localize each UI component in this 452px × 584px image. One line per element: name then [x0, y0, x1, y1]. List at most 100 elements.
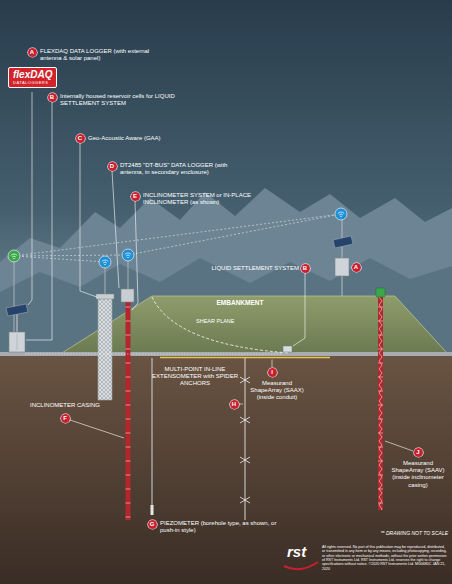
callout-letter: A [28, 48, 37, 57]
callout-letter: I [268, 368, 277, 377]
callout-letter: A [352, 263, 361, 272]
wifi-disc [8, 250, 20, 262]
callout: EINCLINOMETER SYSTEM or IN-PLACE INCLINO… [131, 192, 140, 201]
callout-letter: J [414, 448, 423, 457]
leader-lines [26, 92, 413, 451]
callout-letter: G [148, 520, 157, 529]
wifi-arcs [11, 254, 17, 257]
copyright-note: All rights reserved. No part of this pub… [322, 545, 448, 571]
leader-line [28, 92, 32, 305]
callout: MULTI-POINT IN-LINE EXTENSOMETER with SP… [230, 400, 239, 409]
callout-text: DT2485 "DT-BUS" DATA LOGGER (with antenn… [120, 162, 240, 176]
saav-casing [378, 297, 383, 510]
antenna-mast [105, 268, 106, 294]
dt-logger-box [121, 289, 134, 302]
settlement-cell [283, 346, 292, 352]
callout-letter: B [301, 264, 310, 273]
callout-text: Internally housed reservoir cells for LI… [60, 93, 178, 107]
sky [0, 0, 452, 356]
leader-line [272, 360, 273, 368]
wireless-link [128, 214, 341, 255]
callout-text: LIQUID SETTLEMENT SYSTEM [190, 265, 299, 272]
shear-plane [152, 297, 290, 353]
base-layer [0, 352, 452, 356]
callout-letter: E [131, 192, 140, 201]
callout-text: Geo-Acoustic Aware (GAA) [88, 135, 198, 142]
leader-line [132, 201, 138, 310]
callout: DDT2485 "DT-BUS" DATA LOGGER (with anten… [108, 162, 117, 171]
wifi-arcs [125, 253, 131, 256]
wifi-dot [13, 258, 14, 259]
logo-name: flexDAQ [13, 70, 52, 81]
inclinometer-casing [126, 300, 131, 520]
wifi-icon [99, 256, 111, 268]
wireless-link [14, 256, 105, 262]
callout: A [352, 263, 361, 272]
callout-text: INCLINOMETER SYSTEM or IN-PLACE INCLINOM… [143, 192, 255, 206]
antenna-mast [128, 261, 129, 290]
wireless-link [14, 214, 341, 256]
company-logo: rst [287, 543, 321, 561]
wifi-icon [8, 250, 20, 262]
callout-letter: B [48, 93, 57, 102]
antenna-mast [14, 262, 15, 332]
callout-text: PIEZOMETER (borehole type, as shown, or … [160, 520, 290, 534]
saav-cap [376, 288, 385, 297]
gaa-tower [96, 268, 114, 400]
logger-box [335, 258, 349, 276]
wireless-links [14, 214, 341, 262]
wifi-arcs [102, 260, 108, 263]
logo-subtitle: DATALOGGERS [13, 81, 52, 86]
callout: BInternally housed reservoir cells for L… [48, 93, 57, 102]
scale-note: ** DRAWING NOT TO SCALE [340, 530, 448, 536]
logo-box: flexDAQDATALOGGERS [8, 67, 57, 88]
leader-line [385, 441, 413, 451]
callout: IMeasurand ShapeArray (SAAX) (inside con… [268, 368, 277, 377]
wifi-icon [335, 208, 347, 220]
spider-anchors [240, 377, 250, 503]
leader-line [80, 143, 97, 297]
solar-panel [333, 236, 353, 248]
leader-line [70, 420, 124, 438]
settlement-tubing [25, 354, 283, 355]
piezometer-cable [152, 358, 153, 506]
left-data-logger [6, 262, 28, 353]
gaa-cap [96, 294, 114, 299]
piezometer [151, 358, 154, 515]
near-mountains [0, 258, 452, 356]
wifi-icon [122, 249, 134, 261]
callout-text: Measurand ShapeArray (SAAV) (inside incl… [388, 460, 448, 489]
wifi-disc [335, 208, 347, 220]
piezometer-tip [151, 505, 154, 515]
saav [376, 288, 385, 510]
logger-box [9, 332, 25, 352]
leader-line [293, 273, 305, 346]
callout: GPIEZOMETER (borehole type, as shown, or… [148, 520, 157, 529]
callout: INCLINOMETER CASINGF [61, 414, 70, 423]
callout-letter: D [108, 162, 117, 171]
embankment-edge [62, 296, 447, 353]
callout-text: FLEXDAQ DATA LOGGER (with external anten… [40, 48, 170, 62]
callout: CGeo-Acoustic Aware (GAA) [76, 134, 85, 143]
inclinometer [121, 261, 134, 520]
callout-text: INCLINOMETER CASING [15, 402, 115, 409]
leader-line [239, 404, 243, 405]
region-label: SHEAR PLANE [196, 318, 256, 325]
solar-panel [6, 304, 28, 316]
right-data-logger [333, 220, 353, 296]
wifi-dot [340, 216, 341, 217]
callout-letter: H [230, 400, 239, 409]
embankment [62, 296, 447, 353]
wifi-dot [104, 264, 105, 265]
leader-line [26, 102, 52, 340]
wireless-link [14, 255, 128, 256]
far-mountains [0, 188, 452, 356]
ground [0, 353, 452, 584]
gaa-column [98, 298, 112, 400]
callout: LIQUID SETTLEMENT SYSTEMB [301, 264, 310, 273]
wifi-disc [99, 256, 111, 268]
leader-line [112, 171, 119, 288]
